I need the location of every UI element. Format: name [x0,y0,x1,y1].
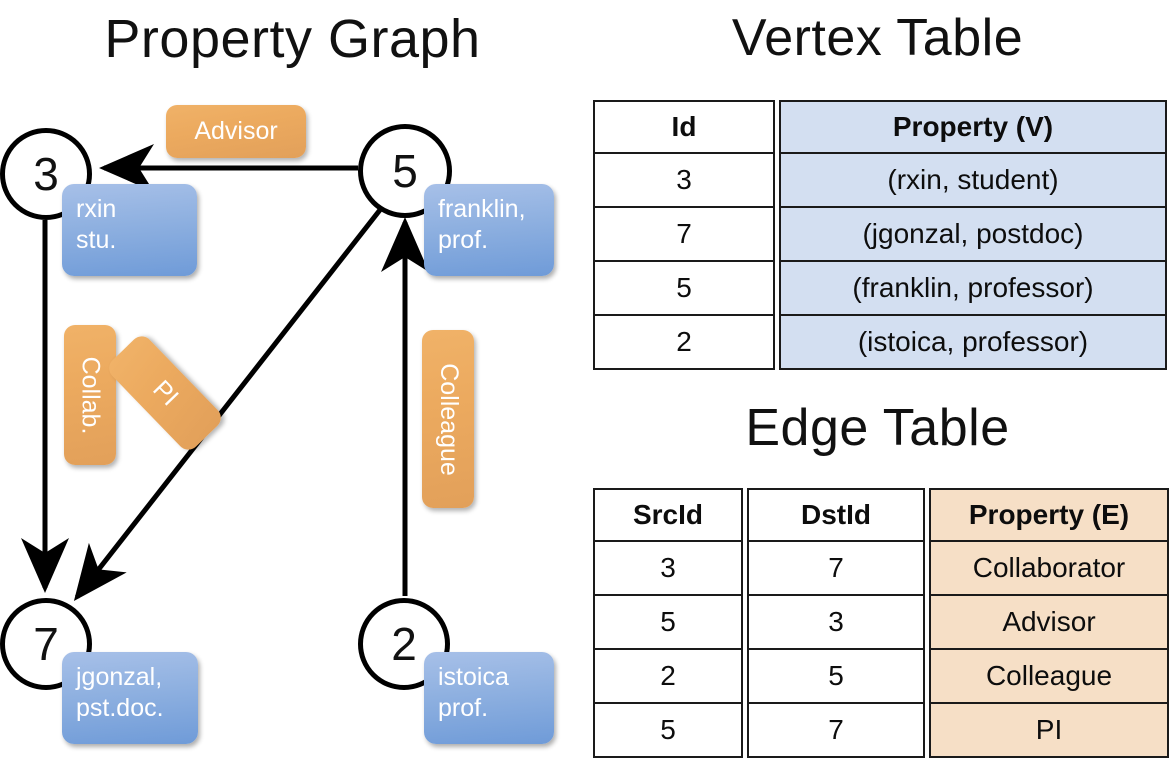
table-row: 3 [593,154,775,208]
table-row: 7 [747,542,925,596]
graph-node-5[interactable]: 5 [358,124,452,218]
table-row: 3 [747,596,925,650]
table-row: PI [929,704,1169,758]
edge-label-collaborator-text: Collab. [76,356,105,434]
edge-label-colleague-text: Colleague [434,362,463,476]
page-title-property-graph: Property Graph [104,9,481,69]
table-row: 2 [593,650,743,704]
node-property-rxin-line2: stu. [76,225,117,254]
table-row: 5 [593,704,743,758]
page-title-edge-table: Edge Table [745,399,1010,457]
edge-table-column-srcid: SrcId 3 5 2 5 [593,488,743,758]
table-row: (franklin, professor) [779,262,1167,316]
node-property-chip-istoica[interactable]: istoica prof. [424,652,554,744]
vertex-table-header-property: Property (V) [779,100,1167,154]
edge-5-to-7 [73,204,385,601]
edge-table-column-property: Property (E) Collaborator Advisor Collea… [929,488,1169,758]
graph-node-5-label: 5 [392,145,418,197]
table-row: 5 [593,262,775,316]
edge-label-colleague[interactable]: Colleague [422,330,474,508]
graph-edges-svg [20,143,430,601]
table-row: (rxin, student) [779,154,1167,208]
graph-node-2[interactable]: 2 [358,598,450,690]
node-property-chip-jgonzal[interactable]: jgonzal, pst.doc. [62,652,198,744]
node-property-rxin-line1: rxin [76,195,117,223]
property-graph-diagram: 3 5 7 2 rxin stu. franklin, prof. jgonza… [0,105,554,744]
graph-node-2-label: 2 [391,618,417,670]
node-property-jgonzal-line2: pst.doc. [76,693,164,722]
vertex-table-header-id: Id [593,100,775,154]
page-title-vertex-table: Vertex Table [731,9,1024,67]
edge-label-collaborator[interactable]: Collab. [64,325,116,465]
table-row: 7 [593,208,775,262]
table-row: Colleague [929,650,1169,704]
node-property-franklin-line2: prof. [438,225,489,254]
table-row: 2 [593,316,775,370]
graph-node-7-label: 7 [33,618,59,670]
table-row: 5 [747,650,925,704]
edge-table-column-dstid: DstId 7 3 5 7 [747,488,925,758]
table-row: Advisor [929,596,1169,650]
table-row: 3 [593,542,743,596]
edge-table-header-srcid: SrcId [593,488,743,542]
graph-node-3-label: 3 [33,148,59,200]
table-row: (jgonzal, postdoc) [779,208,1167,262]
table-row: (istoica, professor) [779,316,1167,370]
node-property-jgonzal-line1: jgonzal, [76,663,163,691]
edge-table-header-dstid: DstId [747,488,925,542]
vertex-table: Id 3 7 5 2 Property (V) (rxin, student) … [593,100,1167,370]
vertex-table-column-property: Property (V) (rxin, student) (jgonzal, p… [779,100,1167,370]
table-row: 7 [747,704,925,758]
table-row: 5 [593,596,743,650]
table-row: Collaborator [929,542,1169,596]
edge-table-header-property: Property (E) [929,488,1169,542]
node-property-istoica-line1: istoica [438,663,509,691]
edge-label-pi-text: PI [147,374,184,411]
node-property-franklin-line1: franklin, [438,195,526,223]
vertex-table-column-id: Id 3 7 5 2 [593,100,775,370]
node-property-chip-franklin[interactable]: franklin, prof. [424,184,554,276]
edge-label-advisor[interactable]: Advisor [166,105,306,158]
node-property-chip-rxin[interactable]: rxin stu. [62,184,197,276]
edge-table: SrcId 3 5 2 5 DstId 7 3 5 7 Property (E)… [593,488,1169,758]
node-property-istoica-line2: prof. [438,693,489,722]
edge-label-advisor-text: Advisor [194,117,278,145]
